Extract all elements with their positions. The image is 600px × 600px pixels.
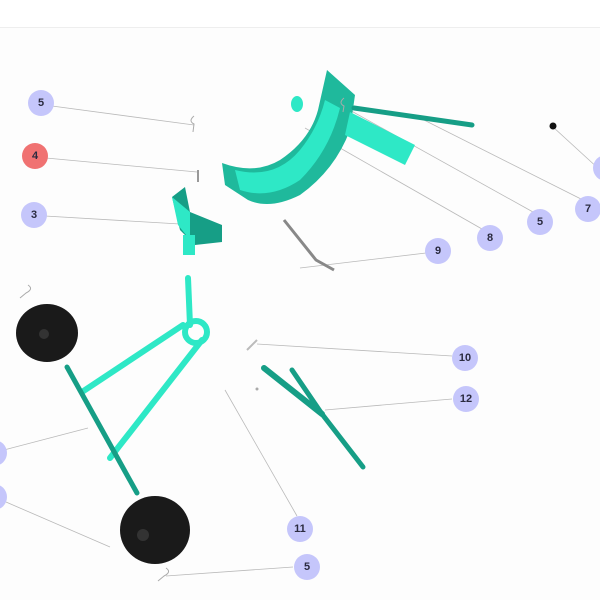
callout-label: 9 — [435, 245, 441, 257]
callout-label: 10 — [459, 352, 471, 364]
callout-8[interactable]: 8 — [477, 225, 503, 251]
pin-clips[interactable] — [19, 97, 345, 582]
callout-label: 5 — [38, 97, 44, 109]
bolt-part-10[interactable] — [246, 339, 258, 351]
callout-10[interactable]: 10 — [452, 345, 478, 371]
callout-offscreen-right[interactable] — [593, 155, 600, 181]
callout-4-selected[interactable]: 4 — [22, 143, 48, 169]
callout-label: 11 — [294, 523, 306, 535]
mount-bracket-part-3[interactable] — [172, 187, 222, 255]
handle-bar-part-7[interactable] — [351, 105, 475, 128]
callout-5[interactable]: 5 — [294, 554, 320, 580]
callout-label: 5 — [304, 561, 310, 573]
callout-3[interactable]: 3 — [21, 202, 47, 228]
frame-part[interactable] — [64, 275, 210, 496]
callout-5[interactable]: 5 — [28, 90, 54, 116]
callout-5[interactable]: 5 — [527, 209, 553, 235]
callout-label: 7 — [585, 203, 591, 215]
wheel-lower[interactable] — [120, 496, 190, 564]
callout-offscreen-left[interactable] — [0, 484, 7, 510]
callout-11[interactable]: 11 — [287, 516, 313, 542]
y-brace-part-12[interactable] — [261, 365, 366, 470]
end-cap-part[interactable] — [549, 122, 557, 130]
crank-pin-part-9[interactable] — [282, 219, 335, 272]
callout-label: 12 — [460, 393, 472, 405]
bracket-part-8[interactable] — [222, 70, 415, 204]
parts-diagram-canvas[interactable] — [0, 28, 600, 600]
callout-label: 4 — [32, 150, 39, 162]
callout-offscreen-left[interactable] — [0, 440, 7, 466]
nut-part-11[interactable] — [255, 387, 259, 391]
wheel-upper[interactable] — [16, 304, 78, 362]
callout-label: 8 — [487, 232, 493, 244]
callout-label: 3 — [31, 209, 37, 221]
top-bar — [0, 0, 600, 28]
callout-9[interactable]: 9 — [425, 238, 451, 264]
callout-12[interactable]: 12 — [453, 386, 479, 412]
callout-label: 5 — [537, 216, 543, 228]
callout-7[interactable]: 7 — [575, 196, 600, 222]
